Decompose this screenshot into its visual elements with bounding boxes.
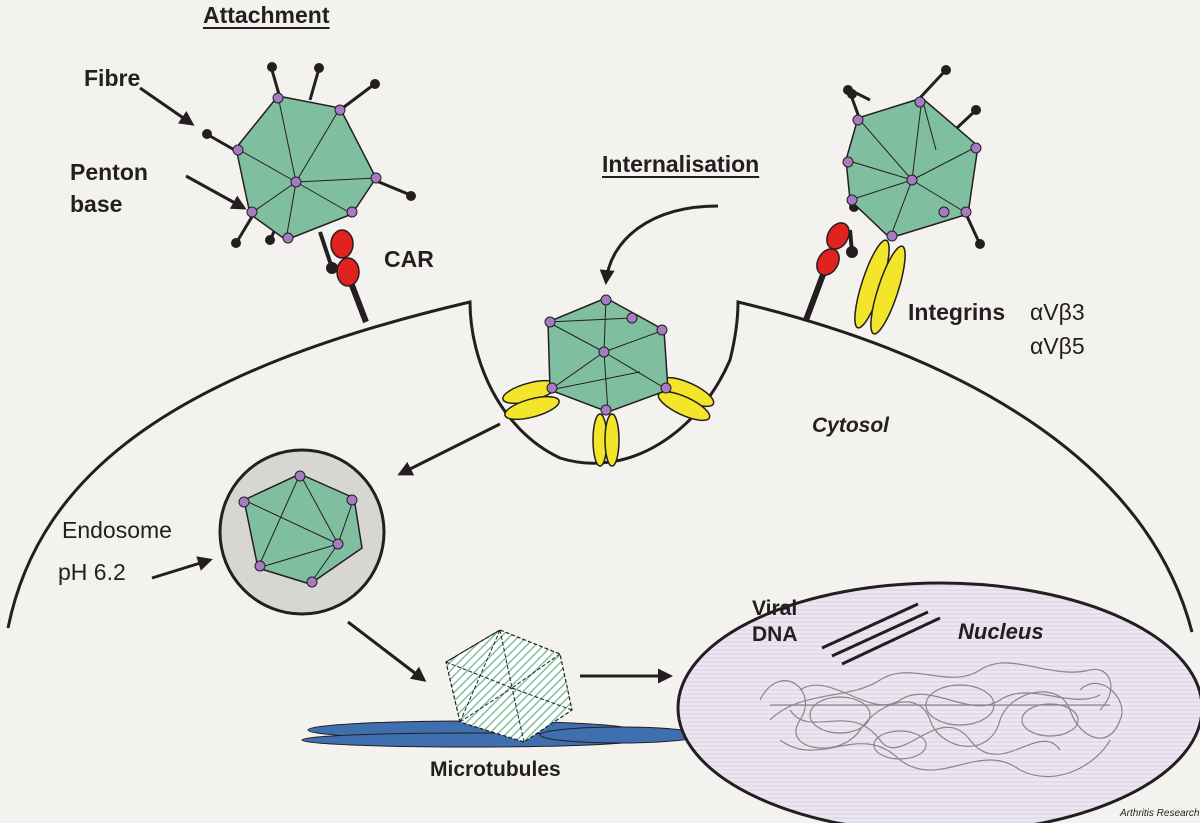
label-integrins: Integrins (908, 299, 1006, 325)
label-cytosol: Cytosol (812, 414, 890, 437)
label-dna: DNA (752, 623, 798, 646)
label-penton: Penton (70, 159, 148, 185)
label-car: CAR (384, 246, 434, 272)
internalising-virion (502, 294, 715, 467)
arrows (139, 86, 719, 684)
label-integrin-avb5: αVβ5 (1030, 333, 1085, 359)
chromatin (759, 662, 1123, 778)
label-integrin-avb3: αVβ3 (1030, 299, 1085, 325)
microtubules (301, 720, 701, 748)
to-microtubule-arrow (347, 620, 427, 682)
ph-pointer-arrow (151, 556, 213, 580)
label-ph: pH 6.2 (58, 559, 126, 585)
penton-pointer-arrow (185, 174, 247, 210)
label-microtubules: Microtubules (430, 758, 561, 781)
attached-virion (202, 62, 416, 324)
label-penton-base: base (70, 191, 123, 217)
uncoating-virion (445, 629, 573, 743)
label-nucleus: Nucleus (958, 619, 1044, 644)
to-endosome-arrow (397, 422, 501, 476)
internalisation-arrow (599, 204, 719, 285)
heading-internalisation: Internalisation (602, 151, 760, 177)
heading-attachment: Attachment (203, 2, 330, 28)
label-fibre: Fibre (84, 65, 141, 91)
integrin-bound-virion (803, 65, 985, 335)
nucleus (676, 581, 1200, 823)
fibre-pointer-arrow (139, 86, 195, 126)
label-viral: Viral (752, 597, 798, 620)
credit-text: Arthritis Research (1120, 808, 1200, 819)
endosome (218, 448, 386, 616)
label-endosome: Endosome (62, 517, 172, 543)
